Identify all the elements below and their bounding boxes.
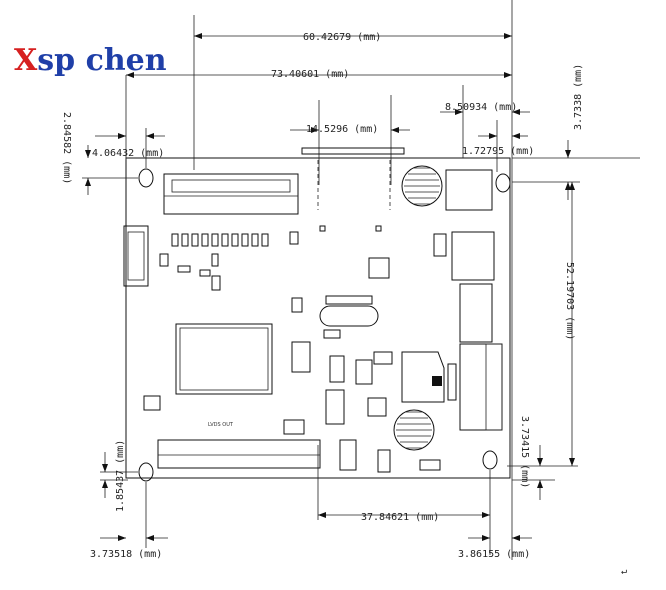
dim-right-hole-y: 3.7338 (mm) — [573, 64, 584, 130]
main-ic — [175, 323, 273, 395]
lvds-out-connector — [157, 439, 321, 469]
dim-right-hole-x: 1.72795 (mm) — [462, 146, 534, 157]
crystal — [319, 305, 379, 327]
lvds-out-label: LVDS OUT — [208, 422, 234, 428]
dim-bottom-right-hole-x: 3.86155 (mm) — [458, 549, 530, 560]
dim-top-width: 60.42679 (mm) — [303, 32, 381, 43]
power-module — [451, 231, 495, 281]
dim-left-hole-y: 2.84582 (mm) — [61, 112, 72, 184]
small-ic — [368, 257, 390, 279]
watermark-logo: Xsp chen — [14, 43, 167, 78]
inductor-bottom — [393, 409, 435, 451]
mounting-hole-bottom-left — [138, 462, 154, 482]
right-header — [459, 343, 503, 431]
mounting-hole-top-right — [495, 173, 511, 193]
dim-bottom-hole-span: 37.84621 (mm) — [361, 512, 439, 523]
watermark-prefix: X — [14, 43, 38, 78]
dim-bottom-left-hole-x: 3.73518 (mm) — [90, 549, 162, 560]
regulator — [401, 351, 445, 403]
watermark-text: sp chen — [37, 43, 166, 78]
side-connector — [123, 225, 149, 287]
dim-left-hole-x: 4.06432 (mm) — [92, 148, 164, 159]
footer-mark: ↵ — [621, 566, 627, 577]
mounting-hole-bottom-right — [482, 450, 498, 470]
smd-resistor-row — [171, 231, 299, 247]
dim-overall-width: 73.40601 (mm) — [271, 69, 349, 80]
dim-right-offset: 8.50934 (mm) — [445, 102, 517, 113]
mounting-hole-top-left — [138, 168, 154, 188]
connector-tab — [301, 147, 405, 155]
dim-connector-width: 14.5296 (mm) — [306, 124, 378, 135]
dim-bottom-left-hole-y: 1.85437 (mm) — [115, 440, 126, 512]
inductor-top — [401, 165, 443, 207]
dim-height: 52.19703 (mm) — [564, 262, 575, 340]
soic-chip — [325, 389, 345, 425]
dim-bottom-right-hole-y: 3.73415 (mm) — [519, 416, 530, 488]
fpc-connector — [163, 173, 299, 215]
